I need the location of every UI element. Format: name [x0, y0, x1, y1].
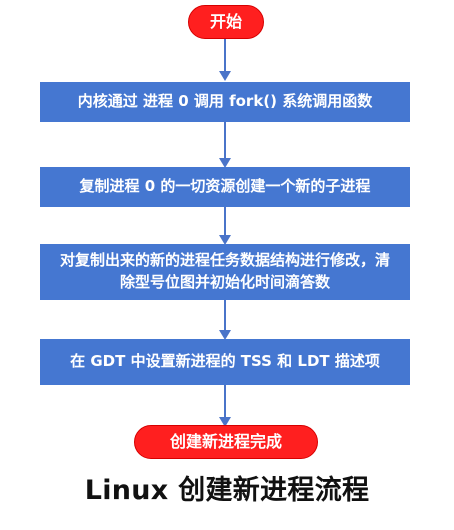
arrowhead-4	[219, 330, 231, 340]
end-label: 创建新进程完成	[169, 432, 282, 451]
connector-line-4	[224, 300, 226, 330]
step-1-label: 内核通过 进程 0 调用 fork() 系统调用函数	[77, 92, 373, 111]
start-label: 开始	[209, 12, 242, 31]
arrowhead-5	[219, 417, 231, 427]
diagram-title: Linux 创建新进程流程	[84, 475, 370, 506]
step-4-box: 在 GDT 中设置新进程的 TSS 和 LDT 描述项	[40, 339, 410, 385]
step-3-label: 对复制出来的新的进程任务数据结构进行修改，清除型号位图并初始化时间滴答数	[59, 251, 390, 291]
step-2-label: 复制进程 0 的一切资源创建一个新的子进程	[79, 177, 371, 196]
step-3-box: 对复制出来的新的进程任务数据结构进行修改，清除型号位图并初始化时间滴答数	[40, 244, 410, 300]
start-terminal: 开始	[188, 5, 264, 39]
arrowhead-1	[219, 71, 231, 81]
step-1-box: 内核通过 进程 0 调用 fork() 系统调用函数	[40, 82, 410, 122]
connector-line-5	[224, 385, 226, 417]
step-4-label: 在 GDT 中设置新进程的 TSS 和 LDT 描述项	[70, 352, 380, 371]
connector-line-3	[224, 207, 226, 235]
end-terminal: 创建新进程完成	[134, 425, 318, 459]
arrowhead-2	[219, 158, 231, 168]
connector-line-1	[224, 39, 226, 71]
arrowhead-3	[219, 235, 231, 245]
step-2-box: 复制进程 0 的一切资源创建一个新的子进程	[40, 167, 410, 207]
connector-line-2	[224, 122, 226, 158]
